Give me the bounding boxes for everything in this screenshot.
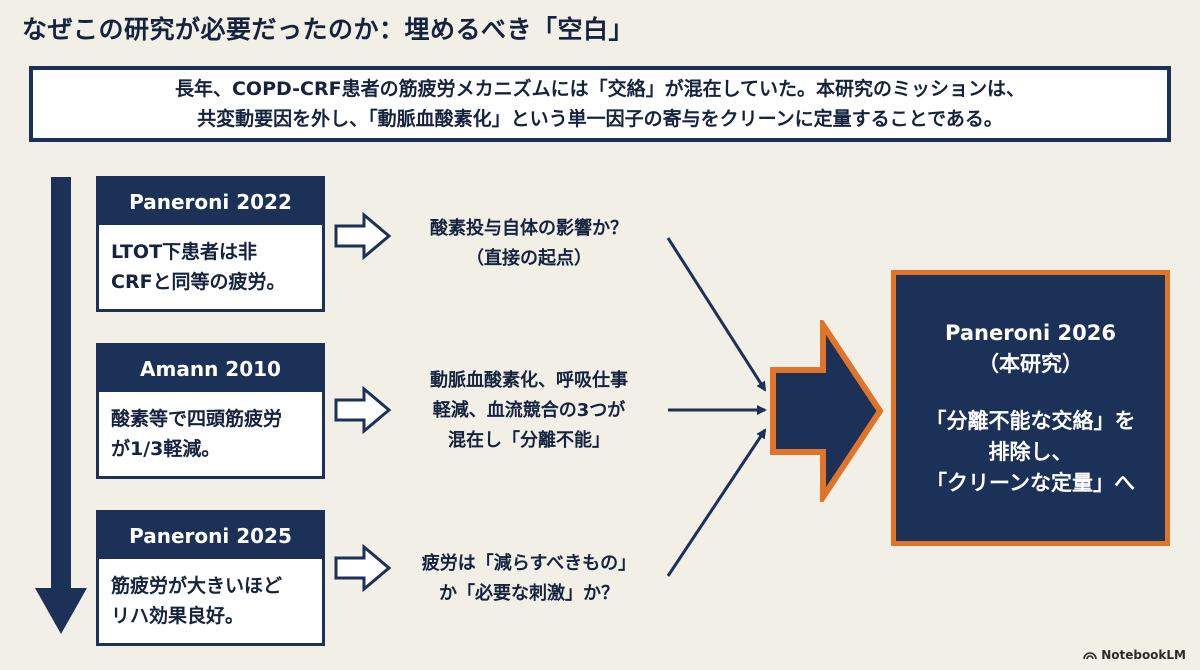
- study-card-title: Paneroni 2025: [99, 513, 322, 559]
- issue-text-1: 酸素投与自体の影響か？ （直接の起点）: [384, 214, 674, 274]
- study-card-paneroni-2022: Paneroni 2022 LTOT下患者は非 CRFと同等の疲労。: [96, 176, 325, 312]
- notebooklm-logo-icon: [1083, 652, 1097, 660]
- study-finding-line-1: 酸素等で四頭筋疲労: [111, 408, 283, 430]
- timeline-arrow-head: [35, 588, 87, 634]
- brand-label: NotebookLM: [1101, 648, 1186, 662]
- issue-line-1: 疲労は「減らすべきもの」: [421, 553, 637, 574]
- mission-line-1: 長年、COPD-CRF患者の筋疲労メカニズムには「交絡」が混在していた。本研究の…: [174, 78, 1026, 100]
- study-card-body: LTOT下患者は非 CRFと同等の疲労。: [99, 225, 322, 309]
- study-finding-line-1: LTOT下患者は非: [111, 241, 258, 263]
- study-card-paneroni-2025: Paneroni 2025 筋疲労が大きいほど リハ効果良好。: [96, 510, 325, 646]
- result-line-3: 「クリーンな定量」へ: [926, 470, 1135, 495]
- study-card-title: Amann 2010: [99, 346, 322, 392]
- timeline-arrow-shaft: [51, 177, 71, 590]
- hollow-arrow-icon: [334, 212, 392, 260]
- page-title: なぜこの研究が必要だったのか：埋めるべき「空白」: [22, 15, 635, 44]
- study-card-amann-2010: Amann 2010 酸素等で四頭筋疲労 が1/3軽減。: [96, 343, 325, 479]
- connector-line-3: [666, 428, 767, 577]
- study-finding-line-2: リハ効果良好。: [111, 605, 245, 627]
- result-line-2: 排除し、: [988, 439, 1073, 464]
- issue-line-2: 軽減、血流競合の3つが: [432, 400, 626, 421]
- result-subtitle: （本研究）: [978, 351, 1083, 376]
- mission-line-2: 共変動要因を外し、「動脈血酸素化」という単一因子の寄与をクリーンに定量することで…: [197, 108, 1003, 130]
- notebooklm-watermark: NotebookLM: [1083, 648, 1186, 662]
- issue-line-3: 混在し「分離不能」: [448, 430, 610, 451]
- study-card-body: 酸素等で四頭筋疲労 が1/3軽減。: [99, 392, 322, 476]
- result-line-1: 「分離不能な交絡」を: [925, 408, 1136, 433]
- study-finding-line-1: 筋疲労が大きいほど: [111, 575, 283, 597]
- mission-statement-box: 長年、COPD-CRF患者の筋疲労メカニズムには「交絡」が混在していた。本研究の…: [29, 66, 1171, 142]
- study-card-title: Paneroni 2022: [99, 179, 322, 225]
- issue-line-2: （直接の起点）: [466, 248, 592, 269]
- result-title: Paneroni 2026: [945, 320, 1116, 345]
- study-finding-line-2: が1/3軽減。: [111, 438, 221, 460]
- issue-text-3: 疲労は「減らすべきもの」 か「必要な刺激」か？: [384, 549, 674, 609]
- big-arrow-icon: [770, 320, 884, 502]
- hollow-arrow-icon: [334, 386, 392, 434]
- study-finding-line-2: CRFと同等の疲労。: [111, 271, 286, 293]
- study-card-body: 筋疲労が大きいほど リハ効果良好。: [99, 559, 322, 643]
- issue-line-2: か「必要な刺激」か？: [439, 583, 619, 604]
- connector-line-1: [666, 237, 767, 392]
- issue-line-1: 動脈血酸素化、呼吸仕事: [430, 370, 628, 391]
- issue-text-2: 動脈血酸素化、呼吸仕事 軽減、血流競合の3つが 混在し「分離不能」: [384, 366, 674, 456]
- hollow-arrow-icon: [334, 544, 392, 592]
- result-box-paneroni-2026: Paneroni 2026 （本研究） 「分離不能な交絡」を 排除し、 「クリー…: [891, 270, 1170, 546]
- issue-line-1: 酸素投与自体の影響か？: [430, 218, 628, 239]
